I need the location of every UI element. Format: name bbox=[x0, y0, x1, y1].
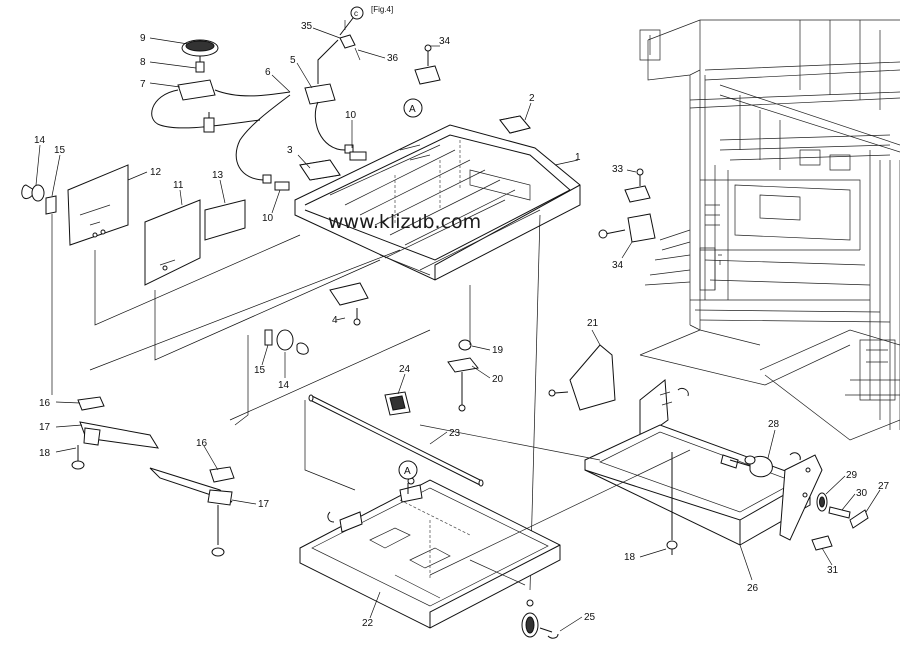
callout-18a: 18 bbox=[39, 448, 51, 459]
callout-16b: 16 bbox=[196, 438, 208, 449]
callout-11: 11 bbox=[173, 180, 184, 191]
connector-c-circle bbox=[350, 6, 364, 20]
callout-17b: 17 bbox=[258, 499, 270, 510]
assembly-lines-center bbox=[304, 214, 541, 591]
marker-a-bottom bbox=[398, 460, 418, 480]
part-3-plate bbox=[299, 159, 341, 181]
callout-7: 7 bbox=[140, 79, 146, 90]
callout-22: 22 bbox=[362, 618, 374, 629]
callout-35: 35 bbox=[301, 21, 313, 32]
callout-14b: 14 bbox=[278, 380, 290, 391]
callout-6: 6 bbox=[265, 67, 271, 78]
part-33-34-right bbox=[598, 168, 656, 243]
projection-lines bbox=[419, 329, 851, 576]
right-assembly bbox=[548, 344, 869, 555]
callout-10b: 10 bbox=[262, 213, 274, 224]
connector-c-label: c bbox=[354, 9, 358, 18]
callout-3: 3 bbox=[287, 145, 293, 156]
callout-10a: 10 bbox=[345, 110, 357, 121]
callout-17a: 17 bbox=[39, 422, 51, 433]
callout-20: 20 bbox=[492, 374, 504, 385]
callout-21: 21 bbox=[587, 318, 599, 329]
callout-12: 12 bbox=[150, 167, 162, 178]
callouts: 1 2 3 4 5 6 7 8 9 10 10 11 12 13 14 14 1 bbox=[34, 21, 890, 632]
callout-4: 4 bbox=[332, 315, 338, 326]
callout-33: 33 bbox=[612, 164, 624, 175]
part-4-bracket bbox=[329, 282, 369, 326]
callout-16a: 16 bbox=[39, 398, 51, 409]
rails-left bbox=[71, 396, 235, 557]
watermark: www.klizub.com bbox=[328, 211, 481, 233]
callout-5: 5 bbox=[290, 55, 296, 66]
callout-31: 31 bbox=[827, 565, 839, 576]
callout-34a: 34 bbox=[439, 36, 451, 47]
callout-19: 19 bbox=[492, 345, 504, 356]
tray-assembly bbox=[294, 115, 581, 281]
marker-a-top-label: A bbox=[409, 104, 416, 115]
harness-assembly bbox=[151, 20, 367, 191]
callout-2: 2 bbox=[529, 93, 535, 104]
callout-26: 26 bbox=[747, 583, 759, 594]
callout-36: 36 bbox=[387, 53, 399, 64]
callout-24: 24 bbox=[399, 364, 411, 375]
callout-25: 25 bbox=[584, 612, 596, 623]
callout-14a: 14 bbox=[34, 135, 46, 146]
callout-8: 8 bbox=[140, 57, 146, 68]
callout-28: 28 bbox=[768, 419, 780, 430]
callout-15b: 15 bbox=[254, 365, 266, 376]
callout-1: 1 bbox=[575, 152, 581, 163]
callout-18b: 18 bbox=[624, 552, 636, 563]
callout-27: 27 bbox=[878, 481, 890, 492]
part-34-bracket-top bbox=[414, 44, 441, 85]
callout-23: 23 bbox=[449, 428, 461, 439]
machine-frame bbox=[639, 19, 900, 441]
marker-a-top bbox=[403, 98, 423, 118]
callout-34b: 34 bbox=[612, 260, 624, 271]
callout-30: 30 bbox=[856, 488, 868, 499]
callout-9: 9 bbox=[140, 33, 146, 44]
bottom-plate bbox=[299, 477, 561, 629]
callout-15a: 15 bbox=[54, 145, 66, 156]
part-25-gear bbox=[521, 599, 559, 639]
callout-29: 29 bbox=[846, 470, 858, 481]
marker-a-bottom-label: A bbox=[404, 466, 411, 477]
connector-c-arrow bbox=[339, 17, 354, 36]
assembly-lines-left bbox=[51, 214, 431, 426]
left-plates bbox=[21, 164, 309, 355]
callout-13: 13 bbox=[212, 170, 224, 181]
figure-label: [Fig.4] bbox=[371, 5, 393, 14]
part-2-plate bbox=[499, 115, 531, 134]
center-parts bbox=[308, 339, 484, 487]
